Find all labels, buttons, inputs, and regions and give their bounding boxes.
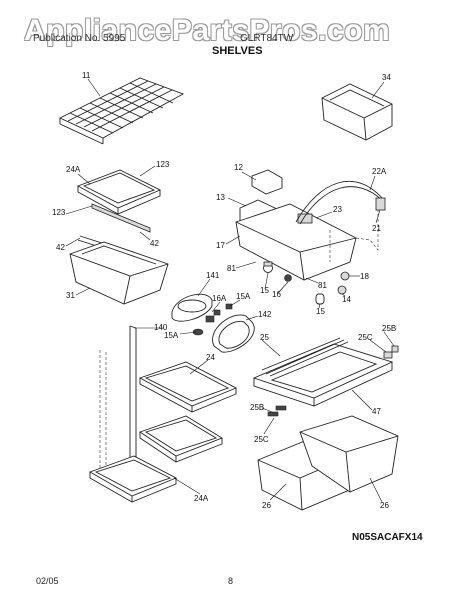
callout-16a: 16A <box>212 294 227 303</box>
callout-15-lower: 15 <box>316 307 325 316</box>
footer-page-number: 8 <box>228 576 234 586</box>
callout-23: 23 <box>333 205 342 214</box>
wire-shelf-11 <box>58 77 185 145</box>
callout-123-lower: 123 <box>52 208 66 217</box>
glass-shelf-24a-middle <box>138 415 224 463</box>
callout-141: 141 <box>206 271 220 280</box>
callout-15a-lower: 15A <box>164 331 179 340</box>
callout-22a: 22A <box>372 167 387 176</box>
model-number: GLRT84TW <box>240 33 294 44</box>
control-housing-assembly <box>235 169 386 281</box>
callout-13: 13 <box>216 193 225 202</box>
lamp-sockets-and-bulbs <box>263 261 350 305</box>
crisper-cover-25 <box>252 337 399 417</box>
callout-140: 140 <box>154 323 168 332</box>
watermark: AppliancePartsPros.com <box>24 14 391 47</box>
callout-31: 31 <box>66 291 75 300</box>
callout-123-upper: 123 <box>156 160 170 169</box>
callout-42-right: 42 <box>150 239 159 248</box>
section-title: SHELVES <box>212 45 263 57</box>
callout-14: 14 <box>342 295 351 304</box>
callout-11: 11 <box>82 71 91 80</box>
callout-labels: 11 34 24A 123 12 22A 13 23 21 123 42 42 … <box>52 71 396 510</box>
callout-25c-lower: 25C <box>254 435 269 444</box>
callout-47: 47 <box>372 407 381 416</box>
crisper-drawers-26 <box>257 415 399 511</box>
callout-142: 142 <box>258 310 272 319</box>
callout-34: 34 <box>382 73 391 82</box>
glass-shelf-24a-upper <box>76 169 162 233</box>
light-housing-141 <box>171 293 255 353</box>
callout-17: 17 <box>216 241 225 250</box>
callout-24a-lower: 24A <box>194 494 209 503</box>
storage-bin-34 <box>321 83 393 141</box>
callout-18: 18 <box>360 272 369 281</box>
glass-shelf-24a-lower <box>88 455 178 503</box>
callout-81-right: 81 <box>318 281 327 290</box>
callout-24: 24 <box>206 353 215 362</box>
callout-26-left: 26 <box>262 501 271 510</box>
callout-12: 12 <box>234 163 243 172</box>
diagram-code: N05SACAFX14 <box>352 532 423 543</box>
callout-15-upper: 15 <box>260 286 269 295</box>
callout-25b-lower: 25B <box>250 403 264 412</box>
crisper-drawer-31 <box>69 235 169 305</box>
callout-26-right: 26 <box>380 501 389 510</box>
callout-21: 21 <box>372 224 381 233</box>
callout-leaders <box>65 78 395 503</box>
callout-25b-upper: 25B <box>382 324 396 333</box>
footer-date: 02/05 <box>36 576 59 586</box>
glass-shelf-24 <box>138 361 238 413</box>
callout-25: 25 <box>260 333 269 342</box>
callout-24a-upper: 24A <box>66 165 81 174</box>
callout-25c-upper: 25C <box>358 333 373 342</box>
callout-81-left: 81 <box>227 264 236 273</box>
callout-42-left: 42 <box>56 243 65 252</box>
callout-15a-upper: 15A <box>236 292 251 301</box>
callout-16: 16 <box>272 290 281 299</box>
publication-number: Publication No. 5995 <box>33 33 126 44</box>
